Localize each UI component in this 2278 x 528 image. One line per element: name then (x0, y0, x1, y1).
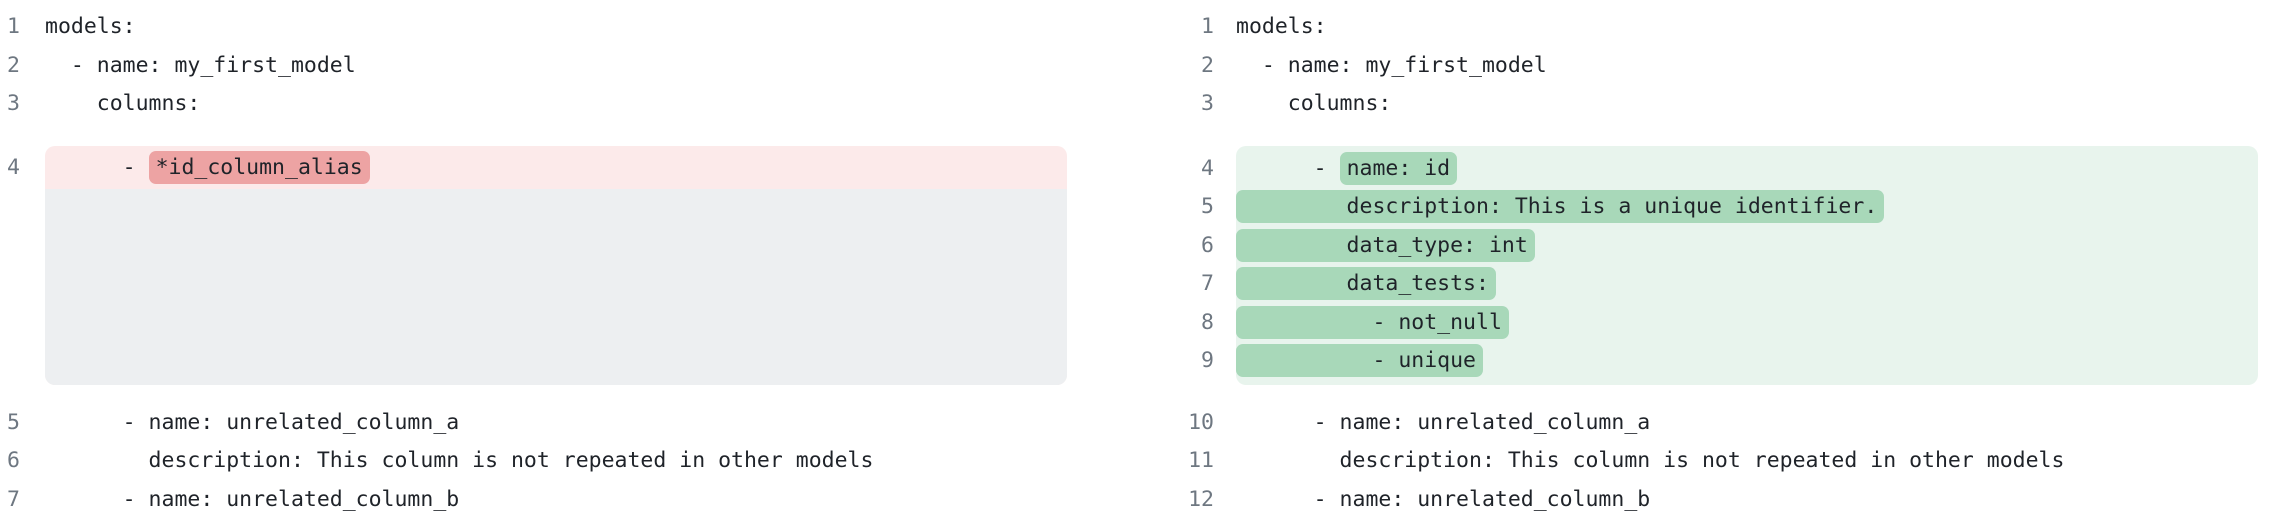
line-number: 6 (7, 448, 20, 473)
line-number: 1 (7, 14, 20, 39)
added-code-line: - name: id (1236, 150, 2258, 189)
code-text: - name: my_first_model (45, 52, 356, 78)
added-token: - unique (1236, 344, 1483, 377)
line-number: 8 (1201, 309, 1214, 335)
line-number: 4 (7, 154, 20, 180)
code-line: 3 columns: (0, 85, 1067, 124)
code-line: 7 - name: unrelated_column_b (0, 481, 1067, 520)
code-line: 1 models: (0, 8, 1067, 47)
code-line: 2 - name: my_first_model (0, 47, 1067, 86)
code-text: models: (1236, 14, 1327, 39)
collapsed-lines-placeholder (45, 188, 1067, 385)
added-token: name: id (1339, 151, 1458, 185)
code-line: 6 description: This column is not repeat… (0, 442, 1067, 481)
removed-code-line: - *id_column_alias (45, 146, 1067, 189)
added-token: data_tests: (1236, 267, 1496, 300)
added-code-line: data_type: int (1236, 227, 2258, 266)
line-number: 2 (7, 52, 20, 78)
added-block: - name: id description: This is a unique… (1236, 145, 2258, 385)
added-token: data_type: int (1236, 228, 1535, 262)
diff-panel-before: 1 models: 2 - name: my_first_model 3 col… (0, 0, 1139, 519)
line-number: 7 (1201, 271, 1214, 296)
code-text: columns: (1236, 91, 1392, 116)
code-text: - name: my_first_model (1236, 52, 1547, 78)
added-code-line: description: This is a unique identifier… (1236, 188, 2258, 227)
code-line: 3 columns: (1139, 85, 2258, 124)
line-number: 11 (1188, 448, 1214, 473)
added-code-line: - not_null (1236, 304, 2258, 343)
code-line: 11 description: This column is not repea… (1139, 442, 2258, 481)
line-number: 3 (7, 91, 20, 116)
line-number: 5 (7, 409, 20, 435)
line-number: 12 (1188, 486, 1214, 512)
added-code-line: - unique (1236, 342, 2258, 381)
line-number: 10 (1188, 409, 1214, 435)
added-code-line: data_tests: (1236, 265, 2258, 304)
code-text: - (1236, 155, 1340, 181)
added-chunk: 4 5 6 7 8 9 - name: id description: This… (1139, 145, 2258, 385)
line-number: 6 (1201, 232, 1214, 258)
code-text: models: (45, 14, 136, 39)
code-text: - name: unrelated_column_a (1236, 409, 1651, 435)
diff-panel-after: 1 models: 2 - name: my_first_model 3 col… (1139, 0, 2278, 519)
code-line: 5 - name: unrelated_column_a (0, 404, 1067, 443)
line-number: 2 (1201, 52, 1214, 78)
code-line: 1 models: (1139, 8, 2258, 47)
line-number: 5 (1201, 194, 1214, 219)
removed-block: - *id_column_alias (45, 145, 1067, 385)
line-number: 4 (1201, 155, 1214, 181)
code-line: 12 - name: unrelated_column_b (1139, 481, 2258, 520)
line-number: 7 (7, 486, 20, 512)
code-text: - (45, 154, 149, 180)
code-text: description: This column is not repeated… (1236, 448, 2065, 473)
code-line: 10 - name: unrelated_column_a (1139, 404, 2258, 443)
added-token: - not_null (1236, 305, 1509, 339)
code-text: description: This column is not repeated… (45, 448, 874, 473)
line-number: 9 (1201, 348, 1214, 373)
added-token: description: This is a unique identifier… (1236, 190, 1885, 223)
removed-token: *id_column_alias (148, 150, 370, 184)
code-text: - name: unrelated_column_b (1236, 486, 1651, 512)
line-number: 3 (1201, 91, 1214, 116)
code-text: - name: unrelated_column_a (45, 409, 460, 435)
code-text: - name: unrelated_column_b (45, 486, 460, 512)
line-number: 1 (1201, 14, 1214, 39)
code-line: 2 - name: my_first_model (1139, 47, 2258, 86)
code-text: columns: (45, 91, 201, 116)
removed-chunk: 4 - *id_column_alias (0, 145, 1067, 385)
chunk-line-numbers: 4 (0, 146, 45, 385)
chunk-line-numbers: 4 5 6 7 8 9 (1139, 146, 1236, 385)
